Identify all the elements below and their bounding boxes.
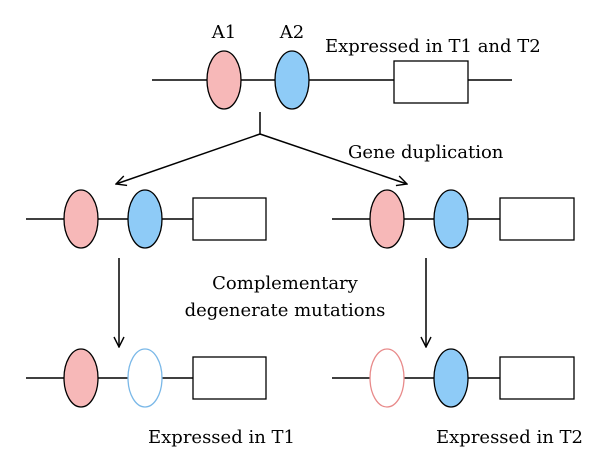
- bottom-left-a2-element-degenerate: [127, 348, 163, 408]
- label-complementary: Complementary: [212, 273, 358, 294]
- bottom-right-a2-element: [433, 348, 469, 408]
- label-a1: A1: [211, 22, 236, 43]
- duplication-arrow-left: [116, 133, 261, 184]
- label-expressed-t1-t2: Expressed in T1 and T2: [325, 36, 541, 57]
- bottom-left-coding-region: [192, 356, 267, 400]
- duplication-arrow-right: [259, 133, 407, 184]
- label-expressed-t1: Expressed in T1: [148, 427, 295, 448]
- duplicate-right-a2-element: [433, 189, 469, 249]
- subfunctionalized-gene-left: Expressed in T1: [26, 348, 295, 448]
- label-gene-duplication: Gene duplication: [348, 142, 504, 163]
- duplicate-left-coding-region: [192, 197, 267, 241]
- duplicate-gene-right: [332, 189, 575, 249]
- duplicate-right-coding-region: [499, 197, 575, 241]
- ancestral-coding-region: [393, 60, 469, 104]
- ancestral-a1-element: [206, 50, 242, 110]
- duplicate-right-a1-element: [369, 189, 405, 249]
- ancestral-a2-element: [274, 50, 310, 110]
- label-a2: A2: [279, 22, 304, 43]
- subfunctionalized-gene-right: Expressed in T2: [332, 348, 583, 448]
- duplicate-left-a1-element: [63, 189, 99, 249]
- bottom-left-a1-element: [63, 348, 99, 408]
- bottom-right-coding-region: [499, 356, 575, 400]
- ancestral-gene: A1 A2 Expressed in T1 and T2: [152, 22, 541, 110]
- bottom-right-a1-element-degenerate: [369, 348, 405, 408]
- duplication-arrows: Gene duplication: [116, 112, 504, 184]
- mutation-arrows: Complementary degenerate mutations: [119, 258, 426, 347]
- duplicate-gene-left: [26, 189, 267, 249]
- label-expressed-t2: Expressed in T2: [436, 427, 583, 448]
- duplicate-left-a2-element: [127, 189, 163, 249]
- label-degenerate-mutations: degenerate mutations: [185, 300, 386, 321]
